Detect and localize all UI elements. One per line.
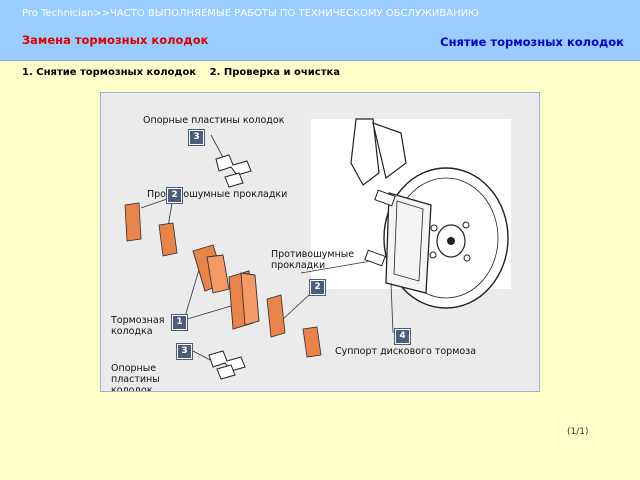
- wheel-stud: [429, 251, 437, 259]
- label-brake-pad: Тормозная колодка: [111, 315, 165, 337]
- brake-illustration: [124, 118, 511, 380]
- callout-3-bottom: 3: [177, 344, 192, 359]
- callout-4: 4: [395, 329, 410, 344]
- step-links: 1. Снятие тормозных колодок 2. Проверка …: [22, 67, 350, 78]
- callout-1: 1: [172, 315, 187, 330]
- hub-bolt: [447, 237, 455, 245]
- shims-left: [124, 202, 178, 257]
- label-shims-top: Противошумные прокладки: [147, 189, 288, 200]
- support-plates-top: [215, 154, 252, 188]
- caliper-bolt-top: [374, 189, 396, 207]
- strut-shape: [350, 118, 380, 186]
- step-link-removal[interactable]: 1. Снятие тормозных колодок: [22, 67, 197, 78]
- knuckle-shape: [372, 122, 407, 180]
- page-title: Замена тормозных колодок: [22, 33, 209, 47]
- header-bar: Pro Technician>>ЧАСТО ВЫПОЛНЯЕМЫЕ РАБОТЫ…: [0, 0, 640, 61]
- label-support-plates-top: Опорные пластины колодок: [143, 115, 285, 126]
- label-caliper: Суппорт дискового тормоза: [335, 346, 477, 357]
- callout-2-right: 2: [310, 280, 325, 295]
- support-plates-bottom: [208, 350, 246, 380]
- illustration-panel: Опорные пластины колодок Противошумные п…: [100, 92, 540, 392]
- breadcrumb[interactable]: Pro Technician>>ЧАСТО ВЫПОЛНЯЕМЫЕ РАБОТЫ…: [22, 8, 479, 19]
- caliper-bolt-bottom: [364, 249, 386, 267]
- wheel-stud: [463, 254, 471, 262]
- section-title: Снятие тормозных колодок: [440, 35, 624, 49]
- shims-bottom: [266, 294, 322, 358]
- step-link-inspection[interactable]: 2. Проверка и очистка: [209, 67, 341, 78]
- callout-3-top: 3: [189, 130, 204, 145]
- wheel-stud: [430, 224, 438, 232]
- callout-2-left: 2: [167, 188, 182, 203]
- brake-pads: [192, 244, 260, 330]
- label-support-plates-bottom: Опорные пластины колодок: [111, 363, 160, 392]
- page-counter: (1/1): [567, 427, 589, 437]
- caliper-inner: [393, 200, 424, 282]
- wheel-stud: [462, 221, 470, 229]
- label-shims-right: Противошумные прокладки: [271, 249, 355, 271]
